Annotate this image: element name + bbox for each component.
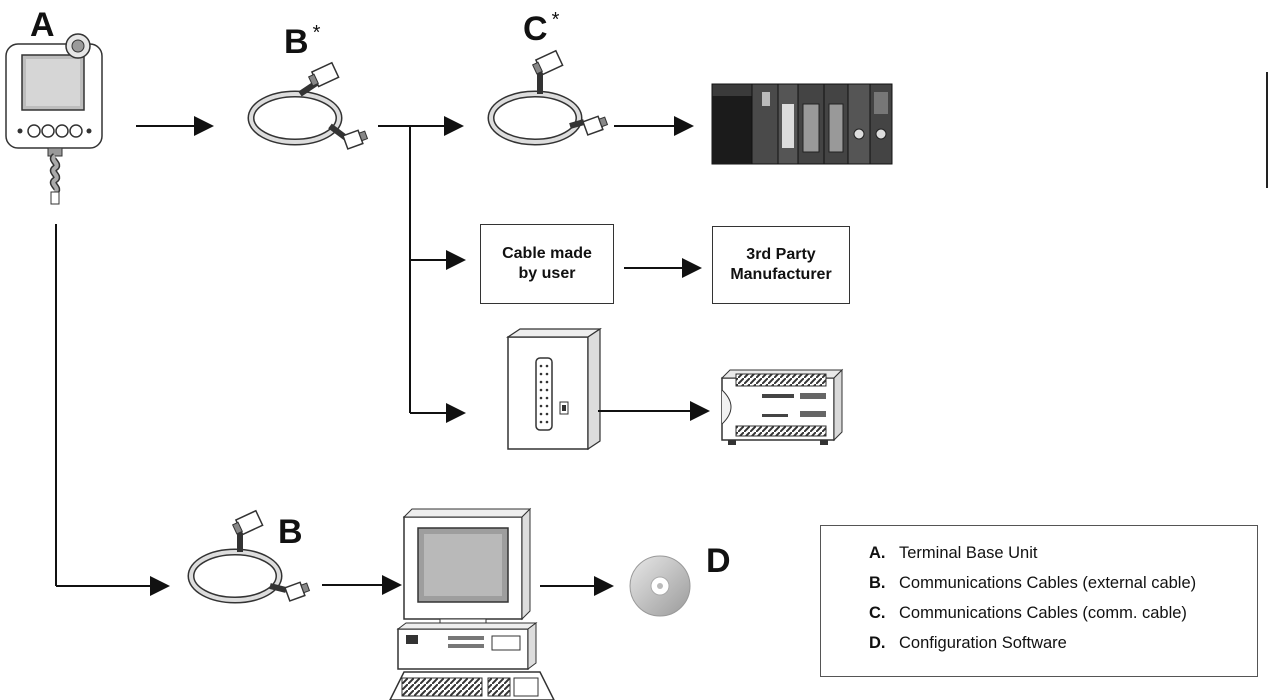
label-b-bottom: B <box>278 513 303 551</box>
external-cable-top <box>247 61 369 150</box>
third-party-manufacturer-box: 3rd Party Manufacturer <box>712 226 850 304</box>
user-cable-line-2: by user <box>518 265 576 282</box>
legend-item-b: B.Communications Cables (external cable) <box>869 574 1197 592</box>
label-b-top: B* <box>284 22 321 61</box>
legend-item-d: D.Configuration Software <box>869 634 1067 652</box>
legend-item-c: C.Communications Cables (comm. cable) <box>869 604 1187 622</box>
terminal-base-unit <box>5 33 103 205</box>
third-party-line-1: 3rd Party <box>746 246 816 263</box>
plc-rack <box>711 83 893 165</box>
legend-item-a: A.Terminal Base Unit <box>869 544 1038 562</box>
asterisk-b: * <box>312 22 321 44</box>
label-c: C* <box>523 9 560 48</box>
personal-computer <box>389 507 555 700</box>
asterisk-c: * <box>551 9 560 31</box>
page-edge-rule <box>1266 72 1268 188</box>
external-cable-bottom <box>187 509 311 604</box>
connector-box <box>506 327 602 451</box>
user-cable-line-1: Cable made <box>502 245 592 262</box>
cable-made-by-user-box: Cable made by user <box>480 224 614 304</box>
compact-plc <box>720 368 844 445</box>
comm-cable <box>487 49 609 146</box>
legend: A.Terminal Base Unit B.Communications Ca… <box>820 525 1258 677</box>
software-disc <box>629 555 691 617</box>
third-party-line-2: Manufacturer <box>730 266 832 283</box>
label-a: A <box>30 6 55 44</box>
label-d: D <box>706 542 731 580</box>
